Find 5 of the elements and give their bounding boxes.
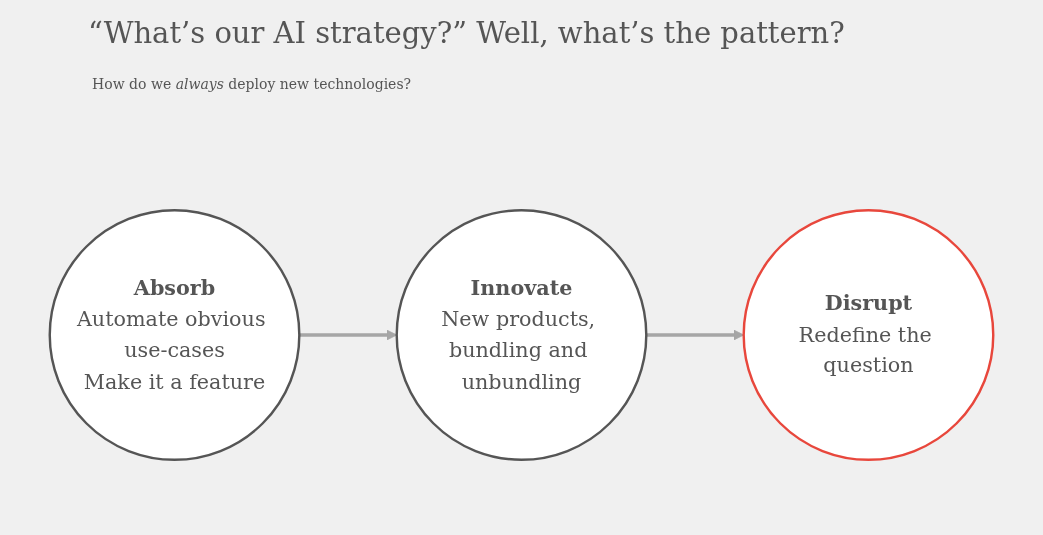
title: “What’s our AI strategy?” Well, what’s the pattern?	[88, 16, 845, 50]
node-circle: Disrupt Redefine the question	[742, 209, 995, 461]
subtitle: How do we always deploy new technologies?	[92, 76, 412, 92]
node-circle: Innovate New products, bundling and unbundling	[395, 209, 648, 461]
node-circle: Absorb Automate obvious use-cases Make it a feature	[48, 209, 301, 461]
